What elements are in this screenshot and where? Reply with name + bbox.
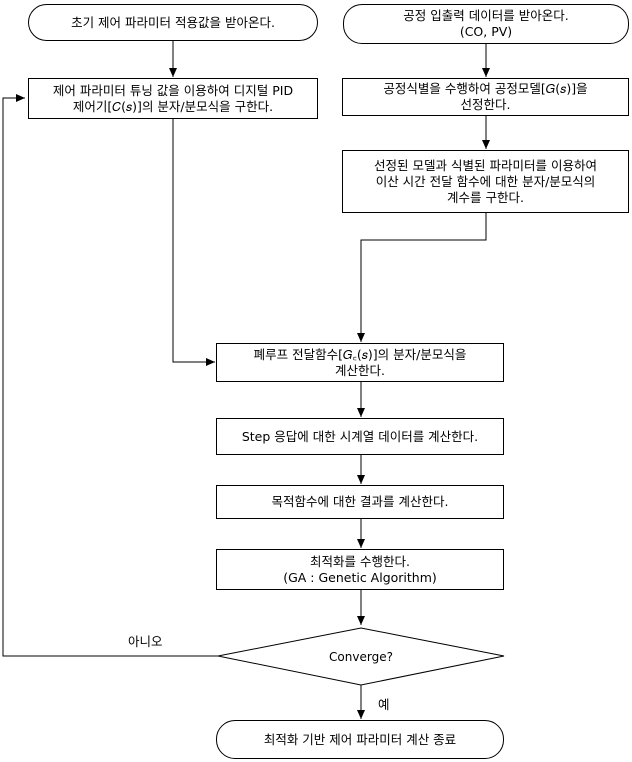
step-response-node: Step 응답에 대한 시계열 데이터를 계산한다. [216,418,504,455]
optimize-node: 최적화를 수행한다. (GA : Genetic Algorithm) [216,549,504,590]
yes-branch-label: 예 [378,697,390,712]
converge-decision-label: Converge? [329,649,393,664]
edge-pid-to-closedloop [172,119,215,366]
discrete-tf-node: 선정된 모델과 식별된 파라미터를 이용하여 이산 시간 전달 함수에 대한 분… [342,150,629,213]
pid-tuning-node: 제어 파라미터 튜닝 값을 이용하여 디지털 PID 제어기[𝐶(𝑠)]의 분자… [28,78,318,119]
start-params-node: 초기 제어 파라미터 적용값을 받아온다. [28,4,318,41]
start-io-node: 공정 입출력 데이터를 받아온다. (CO, PV) [343,4,629,44]
identify-model-node: 공정식별을 수행하여 공정모델[𝐺(𝑠)]을 선정한다. [342,78,629,116]
edge-discrete-to-closedloop [357,213,487,342]
closed-loop-node: 폐루프 전달함수[𝐺꜀(𝑠)]의 분자/분모식을 계산한다. [216,343,504,382]
converge-decision-shape [217,627,505,686]
objective-node: 목적함수에 대한 결과를 계산한다. [216,485,504,519]
edge-converge-no-loop [2,94,218,657]
no-branch-label: 아니오 [128,634,163,649]
end-node: 최적화 기반 제어 파라미터 계산 종료 [216,720,504,759]
